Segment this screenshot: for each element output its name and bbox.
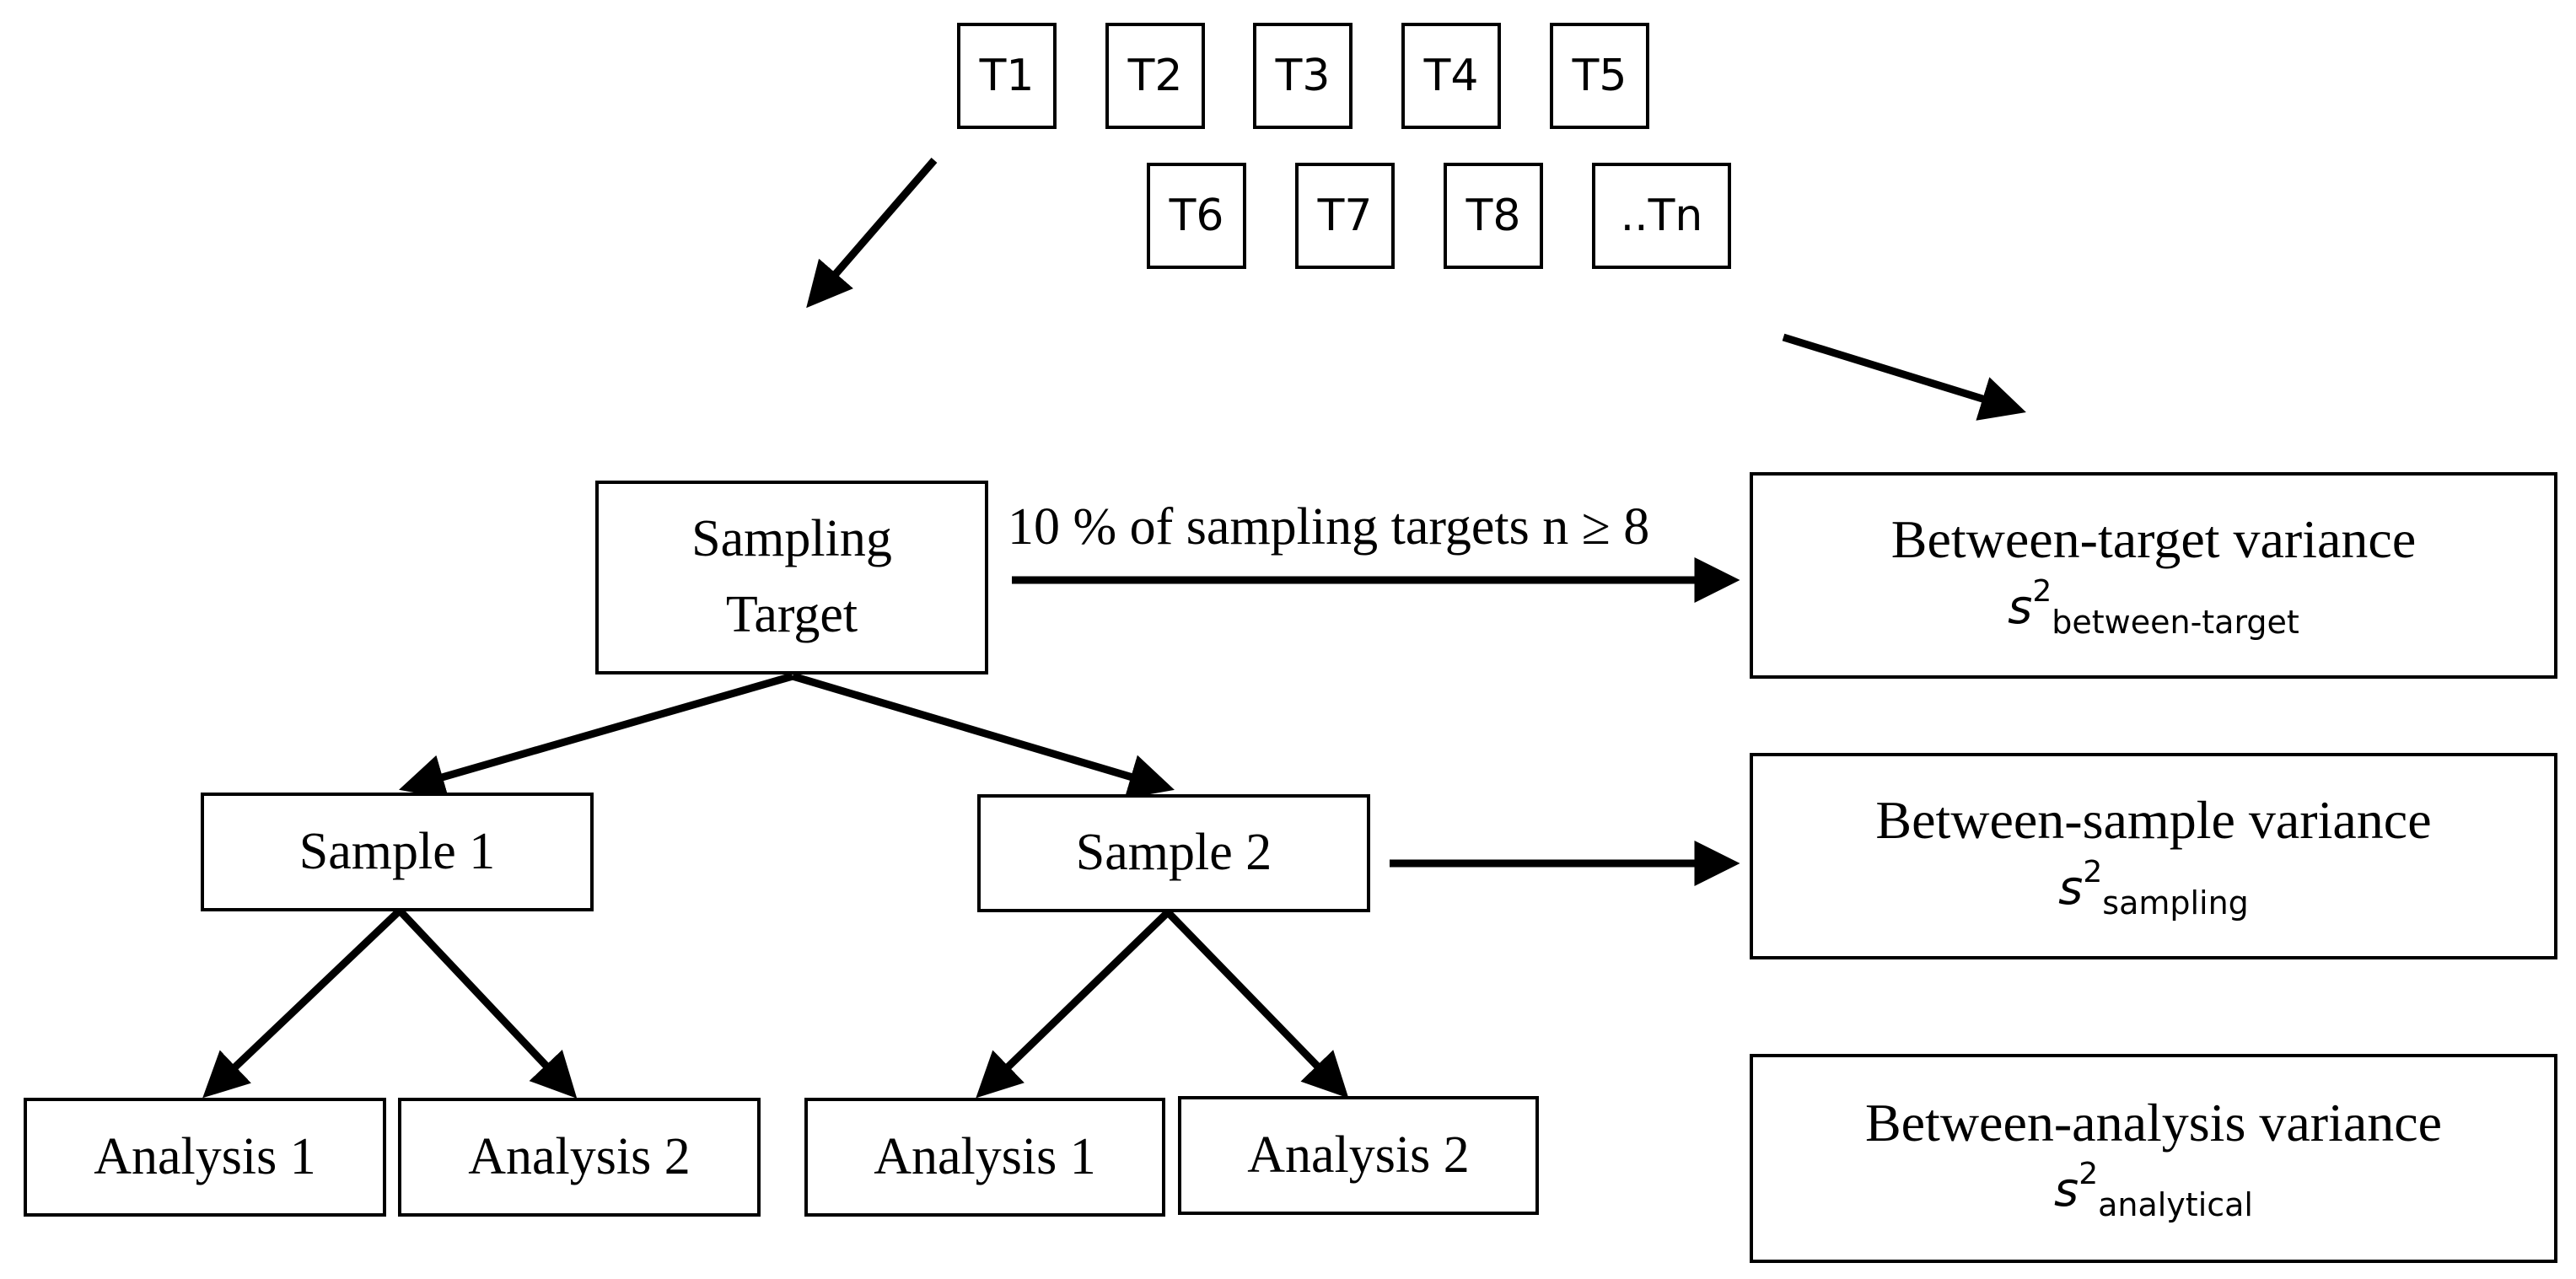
target-box-t1: T1 bbox=[957, 23, 1057, 129]
between-target-variance-symbol: s2between-target bbox=[2008, 573, 2299, 641]
sample2-analysis-1-box: Analysis 1 bbox=[804, 1098, 1165, 1217]
sampling-target-box: Sampling Target bbox=[595, 481, 988, 674]
between-analysis-variance-symbol: s2analytical bbox=[2054, 1157, 2253, 1224]
sample1-analysis-1-box: Analysis 1 bbox=[24, 1098, 386, 1217]
between-analysis-variance-box: Between-analysis variance s2analytical bbox=[1750, 1054, 2557, 1263]
arrow-sample2-to-analysis2 bbox=[1164, 909, 1349, 1099]
target-box-t2: T2 bbox=[1105, 23, 1205, 129]
sample-2-box: Sample 2 bbox=[977, 794, 1370, 912]
between-analysis-variance-title: Between-analysis variance bbox=[1864, 1092, 2443, 1153]
target-box-t6: T6 bbox=[1147, 163, 1246, 269]
arrow-sample2-to-analysis1 bbox=[976, 909, 1171, 1099]
arrow-target-to-sample1 bbox=[399, 672, 794, 799]
arrow-sample1-to-analysis1 bbox=[202, 907, 403, 1099]
arrow-sample1-to-analysis2 bbox=[396, 907, 578, 1099]
target-box-t3: T3 bbox=[1253, 23, 1353, 129]
target-box-t7: T7 bbox=[1295, 163, 1395, 269]
between-target-variance-box: Between-target variance s2between-target bbox=[1750, 472, 2557, 679]
between-sample-variance-box: Between-sample variance s2sampling bbox=[1750, 753, 2557, 959]
arrow-target-to-sample2 bbox=[791, 672, 1175, 799]
sample2-analysis-2-box: Analysis 2 bbox=[1178, 1096, 1539, 1215]
arrow-targets-to-sampling-target bbox=[806, 158, 938, 309]
sample-1-box: Sample 1 bbox=[201, 793, 594, 911]
target-box-t8: T8 bbox=[1444, 163, 1543, 269]
sampling-target-line1: Sampling bbox=[691, 510, 892, 568]
between-sample-variance-title: Between-sample variance bbox=[1875, 790, 2432, 851]
target-box-t4: T4 bbox=[1401, 23, 1501, 129]
sample1-analysis-2-box: Analysis 2 bbox=[398, 1098, 761, 1217]
target-box-tn: ..Tn bbox=[1592, 163, 1731, 269]
between-sample-variance-symbol: s2sampling bbox=[2058, 854, 2249, 922]
edge-label-sampling-targets: 10 % of sampling targets n ≥ 8 bbox=[1008, 498, 1650, 556]
sampling-target-line2: Target bbox=[725, 586, 858, 643]
target-box-t5: T5 bbox=[1550, 23, 1649, 129]
arrow-targets-to-between-target bbox=[1782, 333, 2026, 421]
between-target-variance-title: Between-target variance bbox=[1890, 509, 2417, 570]
